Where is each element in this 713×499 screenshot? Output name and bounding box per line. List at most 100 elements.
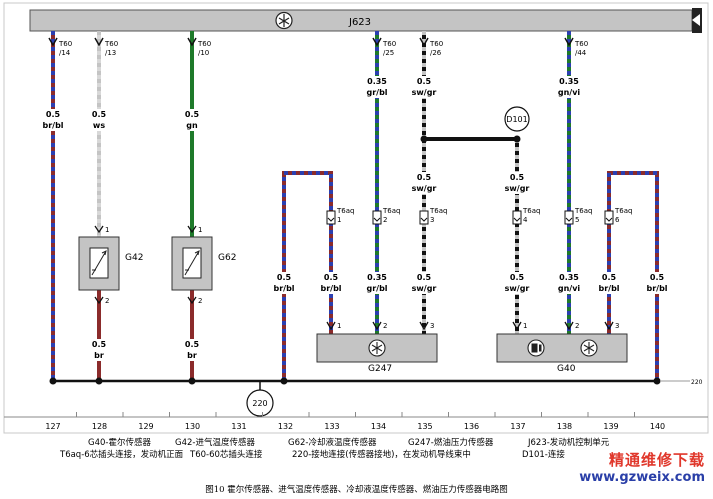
wire-color-label: br <box>94 351 104 360</box>
legend-item: T6aq-6芯插头连接，发动机正面 <box>60 450 184 460</box>
wire-label-bg <box>409 76 439 98</box>
connector-pin-box <box>419 210 429 225</box>
sensor-pin-arrow-icon <box>94 225 104 234</box>
connector-name: T6aq <box>522 207 540 215</box>
wire-color-label: sw/gr <box>505 284 530 293</box>
pin-label: T60 <box>197 40 211 48</box>
column-number: 129 <box>138 422 153 431</box>
pin-arrow-icon <box>94 37 104 47</box>
wire-size-label: 0.5 <box>510 173 525 182</box>
wire-color-label: br/bl <box>320 284 341 293</box>
connector-number: 1 <box>337 216 341 224</box>
wire-color-label: gr/bl <box>366 88 387 97</box>
wire-size-label: 0.5 <box>417 77 432 86</box>
sensor-pin-number: 2 <box>105 297 109 305</box>
connector-pin-box <box>372 210 382 225</box>
sensor-pin-arrow-icon <box>94 296 104 305</box>
column-number: 128 <box>92 422 107 431</box>
component-pin-arrow-icon <box>326 321 336 331</box>
splice-point-left <box>420 135 428 143</box>
wire-size-label: 0.5 <box>417 273 432 282</box>
pin-arrow-icon <box>419 37 429 47</box>
watermark-text: 精通维修下载 <box>608 451 705 469</box>
wire-label-bg <box>177 109 207 131</box>
sensor-pin-arrow-icon <box>187 225 197 234</box>
sensor-g247-label: G247 <box>368 364 392 374</box>
wire-size-label: 0.5 <box>324 273 339 282</box>
wire-color-label: sw/gr <box>505 184 530 193</box>
wire-color-label: ws <box>93 121 105 130</box>
transistor-symbol-icon <box>371 342 383 354</box>
wire-label-bg <box>554 76 584 98</box>
wire-label-bg <box>502 172 532 194</box>
component-pin-number: 1 <box>523 322 527 330</box>
connector-number: 3 <box>430 216 434 224</box>
wire-color-label: gn/vi <box>558 284 581 293</box>
pin-number: /10 <box>198 49 209 57</box>
wire-size-label: 0.5 <box>650 273 665 282</box>
wire-color-label: gn <box>186 121 198 130</box>
continuation-arrow-icon <box>692 14 700 26</box>
wire-size-label: 0.35 <box>559 273 579 282</box>
pin-arrow-icon <box>187 37 197 47</box>
pin-label: T60 <box>58 40 72 48</box>
sensor-g40-body <box>496 333 628 363</box>
connector-arrow-icon <box>420 217 428 222</box>
component-pin-number: 2 <box>575 322 579 330</box>
connector-name: T6aq <box>336 207 354 215</box>
splice-point-right <box>513 135 521 143</box>
legend-item: J623-发动机控制单元 <box>528 438 610 448</box>
ground-continuation-label: 220 <box>691 379 703 386</box>
junction-d101-circle <box>504 106 530 132</box>
connector-name: T6aq <box>574 207 592 215</box>
column-number: 131 <box>231 422 246 431</box>
pin-arrow-icon <box>48 37 58 47</box>
component-pin-number: 3 <box>615 322 619 330</box>
column-number: 134 <box>371 422 386 431</box>
diagram-frame <box>3 2 709 434</box>
wire-size-label: 0.5 <box>417 173 432 182</box>
column-number: 132 <box>278 422 293 431</box>
wire-label-bg <box>269 272 299 294</box>
pin-number: /26 <box>430 49 442 57</box>
legend-item: D101-连接 <box>522 450 565 460</box>
sensor-pin-number: 1 <box>105 226 109 234</box>
junction-d101-label: D101 <box>506 115 527 124</box>
pin-label: T60 <box>382 40 396 48</box>
connector-arrow-icon <box>373 217 381 222</box>
component-pin-number: 2 <box>383 322 387 330</box>
wire-label-bg <box>502 272 532 294</box>
wire-color-label: sw/gr <box>412 284 437 293</box>
column-number: 127 <box>45 422 60 431</box>
wire-color-label: br <box>187 351 197 360</box>
wire-color-label: sw/gr <box>412 184 437 193</box>
wire-color-label: gr/bl <box>366 284 387 293</box>
figure-caption: 图10 霍尔传感器、进气温度传感器、冷却液温度传感器、燃油压力传感器电路图 <box>205 485 508 495</box>
wire-label-bg <box>316 272 346 294</box>
wire-color-label: sw/gr <box>412 88 437 97</box>
connector-arrow-icon <box>605 217 613 222</box>
wire-color-label: br/bl <box>646 284 667 293</box>
wire-size-label: 0.5 <box>277 273 292 282</box>
column-number: 139 <box>603 422 618 431</box>
transistor-symbol-icon <box>278 14 290 27</box>
wire-label-bg <box>409 172 439 194</box>
variable-resistor-arrow-icon <box>184 250 200 276</box>
wire-label-bg <box>642 272 672 294</box>
column-number: 137 <box>510 422 525 431</box>
wire-color-label: gn/vi <box>558 88 581 97</box>
legend-item: T60-60芯插头连接 <box>190 450 263 460</box>
connector-number: 4 <box>523 216 528 224</box>
wire-label-bg <box>362 76 392 98</box>
watermark-url: www.gzweix.com <box>579 470 705 485</box>
sensor-g40-label: G40 <box>557 364 576 374</box>
wire-size-label: 0.5 <box>46 110 61 119</box>
wire-label-bg <box>177 339 207 361</box>
wire-size-label: 0.5 <box>92 110 107 119</box>
wire-label-bg <box>554 272 584 294</box>
connector-arrow-icon <box>327 217 335 222</box>
component-pin-arrow-icon <box>604 321 614 331</box>
variable-resistor-arrow-icon <box>91 250 107 276</box>
connector-pin-box <box>564 210 574 225</box>
wire-size-label: 0.35 <box>367 77 387 86</box>
